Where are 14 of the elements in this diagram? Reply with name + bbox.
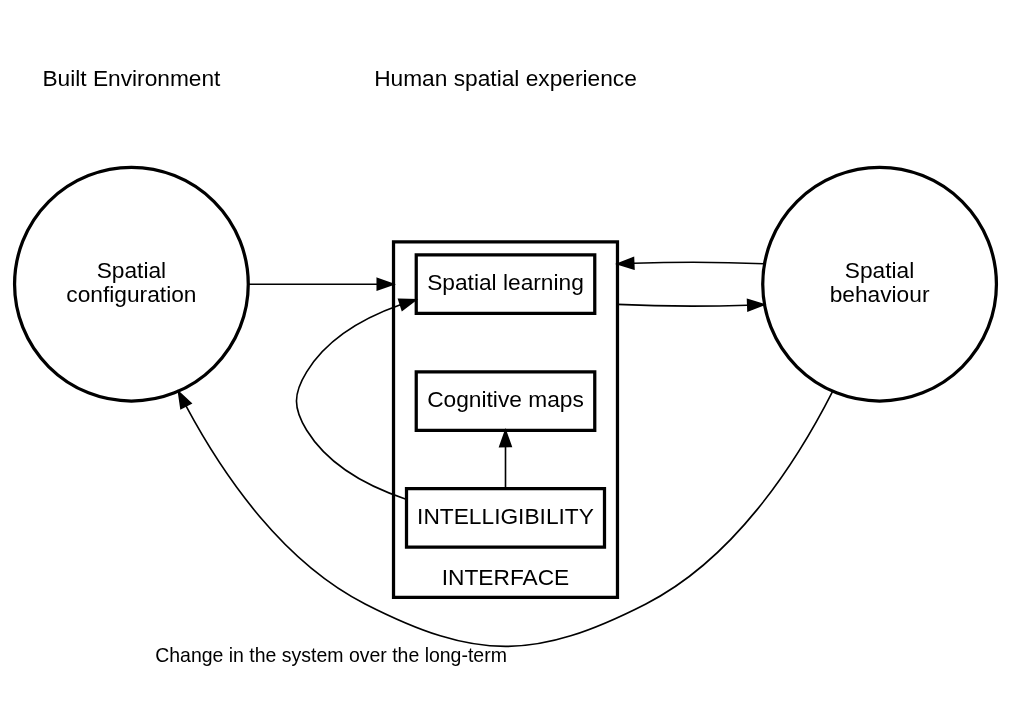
edge-label: Change in the system over the long-term: [155, 643, 507, 666]
node-box: INTELLIGIBILITY: [404, 486, 607, 549]
node-box: Cognitive maps: [414, 369, 597, 432]
arrow: [295, 298, 419, 500]
label: Human spatial experience: [374, 64, 637, 91]
arrow: [177, 388, 834, 647]
arrow: [247, 276, 396, 291]
arrow: [498, 427, 513, 489]
label: Built Environment: [42, 64, 221, 91]
node-circle: Spatial configuration: [12, 165, 250, 403]
node-box: Spatial learning: [414, 252, 597, 315]
arrow: [615, 255, 765, 270]
node-circle: Spatial behaviour: [761, 165, 999, 403]
arrow: [616, 297, 767, 312]
